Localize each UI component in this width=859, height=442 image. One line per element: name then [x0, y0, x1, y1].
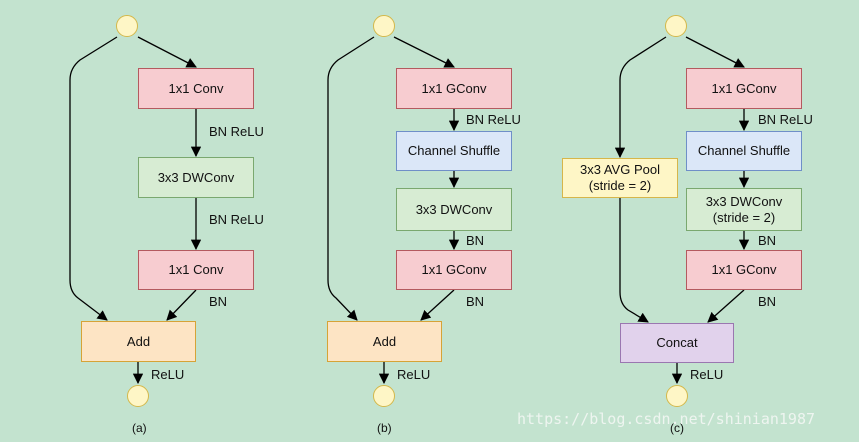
bn-label-c3: BN	[758, 294, 777, 309]
conv2-box-a: 1x1 Conv	[138, 250, 254, 290]
dwconv-box-b: 3x3 DWConv	[396, 188, 512, 231]
caption-c: (c)	[670, 421, 684, 435]
watermark-text: https://blog.csdn.net/shinian1987	[517, 410, 816, 428]
dwconv-label-a: 3x3 DWConv	[157, 169, 235, 185]
channel-shuffle-box-b: Channel Shuffle	[396, 131, 512, 171]
edge-c-input-to-pool	[614, 36, 667, 159]
conv1-label-b: 1x1 GConv	[421, 80, 487, 96]
add-box-b: Add	[327, 321, 442, 362]
conv1-label-a: 1x1 Conv	[168, 80, 224, 96]
conv1-box-b: 1x1 GConv	[396, 68, 512, 109]
shuffle-label-b: Channel Shuffle	[407, 143, 501, 158]
edge-a-shortcut	[69, 36, 118, 321]
add-label-b: Add	[372, 333, 397, 349]
avg-pool-box-c: 3x3 AVG Pool (stride = 2)	[562, 158, 678, 198]
caption-b: (b)	[377, 421, 392, 435]
relu-label-a: ReLU	[151, 367, 185, 382]
caption-a: (a)	[132, 421, 147, 435]
bn-label-c2: BN	[758, 233, 777, 248]
edge-a-input-to-conv1	[137, 36, 197, 68]
pool-label-line2: (stride = 2)	[588, 178, 652, 193]
input-node-b	[373, 15, 395, 37]
input-node-a	[116, 15, 138, 37]
conv2-label-a: 1x1 Conv	[168, 262, 224, 277]
edge-c-conv2-to-concat	[707, 289, 745, 323]
shuffle-label-c: Channel Shuffle	[697, 143, 791, 158]
conv2-box-b: 1x1 GConv	[396, 250, 512, 290]
dwconv-box-a: 3x3 DWConv	[138, 157, 254, 198]
conv1-label-c: 1x1 GConv	[711, 80, 777, 96]
edge-c-input-to-conv1	[685, 36, 745, 68]
edge-b-conv2-to-add	[420, 289, 455, 321]
add-box-a: Add	[81, 321, 196, 362]
conv1-box-a: 1x1 Conv	[138, 68, 254, 109]
dwconv-label-line1: 3x3 DWConv	[705, 193, 783, 209]
bn-relu-label-a2: BN ReLU	[209, 212, 264, 227]
edge-c-pool-to-concat	[619, 198, 649, 323]
pool-label-line1: 3x3 AVG Pool	[580, 162, 660, 177]
input-node-c	[665, 15, 687, 37]
bn-label-b3: BN	[466, 294, 485, 309]
output-node-b	[373, 385, 395, 407]
add-label-a: Add	[126, 333, 151, 349]
relu-label-c: ReLU	[690, 367, 724, 382]
channel-shuffle-box-c: Channel Shuffle	[686, 131, 802, 171]
relu-label-b: ReLU	[397, 367, 431, 382]
dwconv-label-line2: (stride = 2)	[712, 209, 776, 225]
bn-label-a3: BN	[209, 294, 228, 309]
bn-relu-label-a1: BN ReLU	[209, 124, 264, 139]
edge-b-shortcut	[327, 36, 375, 321]
bn-relu-label-b1: BN ReLU	[466, 112, 521, 127]
conv1-box-c: 1x1 GConv	[686, 68, 802, 109]
dwconv-box-c: 3x3 DWConv (stride = 2)	[686, 188, 802, 231]
conv2-box-c: 1x1 GConv	[686, 250, 802, 290]
output-node-a	[127, 385, 149, 407]
output-node-c	[666, 385, 688, 407]
dwconv-label-b: 3x3 DWConv	[415, 201, 493, 217]
edge-a-conv2-to-add	[166, 289, 197, 321]
concat-box-c: Concat	[620, 323, 734, 363]
concat-label-c: Concat	[656, 335, 698, 350]
conv2-label-b: 1x1 GConv	[421, 262, 487, 277]
bn-label-b2: BN	[466, 233, 485, 248]
edge-b-input-to-conv1	[393, 36, 455, 68]
conv2-label-c: 1x1 GConv	[711, 262, 777, 277]
bn-relu-label-c1: BN ReLU	[758, 112, 813, 127]
